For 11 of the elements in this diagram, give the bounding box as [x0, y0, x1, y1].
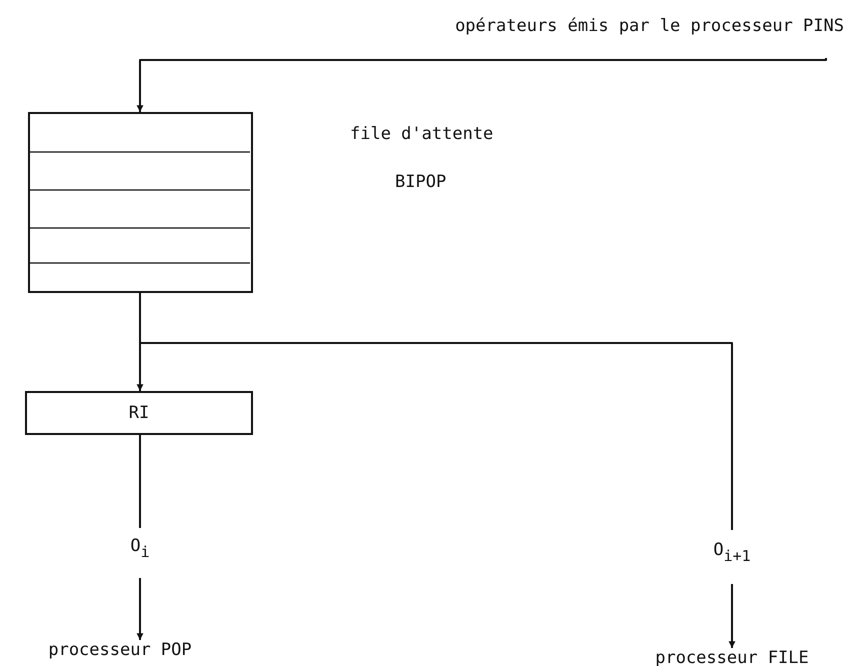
- queue-caption: BIPOP: [395, 172, 446, 192]
- arrow: [136, 57, 827, 112]
- queue-caption: file d'attente: [350, 124, 494, 144]
- text-label: opérateurs émis par le processeur PINS: [455, 16, 844, 36]
- register-box: [25, 391, 253, 435]
- text-label: processeur POP: [48, 640, 192, 660]
- register-name: RI: [128, 403, 150, 423]
- arrow: [136, 578, 144, 640]
- text-label: O$_{i+1}$: [713, 540, 751, 560]
- arrow: [728, 584, 736, 648]
- text-label: O$_{i}$: [130, 536, 150, 556]
